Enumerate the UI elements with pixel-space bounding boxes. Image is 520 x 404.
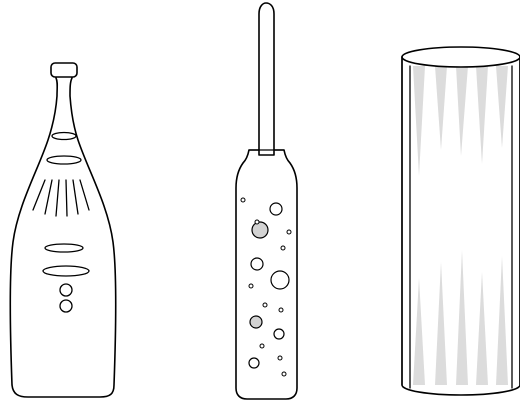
tube-bubble bbox=[271, 271, 289, 289]
tube-bubble bbox=[252, 222, 268, 238]
tube-bubble bbox=[251, 258, 263, 270]
tube-bubble bbox=[278, 356, 282, 360]
tube-bubble bbox=[281, 246, 285, 250]
tube-bubble bbox=[263, 303, 267, 307]
tube-bubble bbox=[282, 372, 286, 376]
tube-stem bbox=[259, 3, 274, 155]
tube-bubble bbox=[241, 198, 245, 202]
champagne-bottle bbox=[10, 63, 116, 397]
tube-bubble bbox=[279, 308, 283, 312]
tube-bubble bbox=[249, 284, 253, 288]
tube-bubble bbox=[250, 316, 262, 328]
tube-bubble bbox=[255, 220, 259, 224]
bottle-lip bbox=[51, 63, 77, 77]
tube-bubble bbox=[260, 344, 264, 348]
hydrometer-tube-with-bubbles bbox=[236, 3, 297, 399]
bottle-body bbox=[10, 68, 116, 397]
tube-bubble bbox=[287, 230, 291, 234]
tube-bubble bbox=[249, 358, 259, 368]
cylinder-top bbox=[402, 47, 520, 67]
cylindrical-glass-column bbox=[402, 47, 520, 395]
tube-bubble bbox=[270, 203, 282, 215]
tube-bubble bbox=[274, 329, 284, 339]
